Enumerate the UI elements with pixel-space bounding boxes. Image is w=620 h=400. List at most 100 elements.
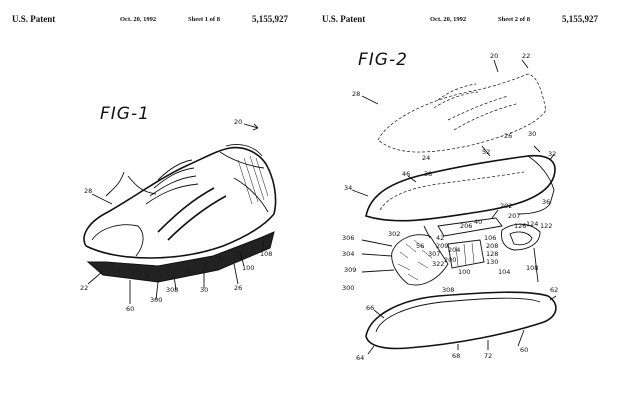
midsole-inner [379, 171, 525, 211]
ref-34: 34 [344, 184, 352, 192]
midsole-layer [365, 154, 556, 222]
ref-306: 306 [342, 234, 354, 242]
ref-108: 108 [260, 250, 272, 258]
ref-30: 30 [528, 130, 536, 138]
side-stripe-2 [167, 195, 227, 241]
ref-20: 20 [234, 118, 242, 126]
header-date: Oct. 20, 1992 [120, 16, 157, 23]
header-sheet: Sheet 1 of 8 [188, 16, 220, 23]
figure-label: FIG-1 [100, 104, 150, 124]
ref-202: 202 [500, 202, 512, 210]
ref-52: 52 [482, 148, 490, 156]
ref-122: 122 [540, 222, 552, 230]
ref-60: 60 [520, 346, 528, 354]
shank-component [437, 217, 503, 237]
ref-66: 66 [366, 304, 374, 312]
ref-38: 38 [424, 170, 432, 178]
upper-laces [433, 83, 479, 109]
arrow-20 [252, 123, 259, 131]
ref-30: 30 [200, 286, 208, 294]
ref-308: 308 [166, 286, 178, 294]
ref-302: 302 [388, 230, 400, 238]
ref-308: 308 [442, 286, 454, 294]
ref-104: 104 [498, 268, 510, 276]
midsole-band [85, 213, 275, 259]
figure-label: FIG-2 [358, 50, 408, 70]
upper-stripes [447, 95, 517, 131]
ref-36: 36 [542, 198, 550, 206]
ref-26: 26 [234, 284, 242, 292]
center-insert [447, 239, 485, 269]
ref-207: 207 [508, 212, 520, 220]
ref-56: 56 [416, 242, 424, 250]
header-office: U.S. Patent [12, 14, 56, 24]
ref-100: 100 [458, 268, 470, 276]
header-sheet: Sheet 2 of 8 [498, 16, 530, 23]
heel-counter [233, 177, 269, 213]
ref-24: 24 [422, 154, 430, 162]
ref-307: 307 [428, 250, 440, 258]
header-office: U.S. Patent [322, 14, 366, 24]
ref-100: 100 [242, 264, 254, 272]
patent-sheet-2: U.S. Patent Oct. 20, 1992 Sheet 2 of 8 5… [318, 0, 618, 400]
ref-126: 126 [514, 222, 526, 230]
leader-lines [351, 59, 557, 355]
midsole-heel-band [517, 155, 555, 215]
ref-106: 106 [484, 234, 496, 242]
header-patent-number: 5,155,927 [252, 14, 288, 24]
ref-204: 204 [448, 246, 460, 254]
forefoot-insert [391, 234, 449, 286]
forefoot-pattern [397, 239, 433, 281]
heel-insert-ring [509, 231, 533, 246]
ref-108: 108 [526, 264, 538, 272]
ref-300: 300 [342, 284, 354, 292]
ref-68: 68 [452, 352, 460, 360]
tread-marks [117, 243, 255, 279]
laces [105, 159, 199, 205]
shoe-side-view-drawing: 20 28 22 60 300 308 30 26 100 108 [80, 118, 277, 313]
heel-insert [501, 223, 541, 251]
ref-20: 20 [490, 52, 498, 60]
shoe-upper-outline [83, 146, 277, 247]
heel-hatching [237, 155, 269, 205]
header-patent-number: 5,155,927 [562, 14, 598, 24]
ref-22: 22 [80, 284, 88, 292]
ref-322: 322 [432, 260, 444, 268]
ref-124: 124 [526, 220, 538, 228]
side-stripe-1 [157, 187, 215, 233]
ref-128: 128 [486, 250, 498, 258]
header-date: Oct. 20, 1992 [430, 16, 467, 23]
ref-32: 32 [548, 150, 556, 158]
ref-22: 22 [522, 52, 530, 60]
toe-cap [91, 224, 144, 257]
outsole-sheet [365, 291, 557, 350]
ref-209: 209 [436, 242, 448, 250]
ref-200: 200 [444, 256, 456, 264]
outsole-inner [375, 297, 541, 333]
center-insert-lines [455, 242, 475, 267]
ref-42: 42 [436, 234, 444, 242]
ref-304: 304 [342, 250, 354, 258]
ref-60: 60 [126, 305, 134, 313]
patent-sheet-1: U.S. Patent Oct. 20, 1992 Sheet 1 of 8 5… [8, 0, 308, 400]
ref-62: 62 [550, 286, 558, 294]
upper-outline [377, 73, 547, 153]
ref-28: 28 [84, 187, 92, 195]
shoe-exploded-view-drawing: 20 22 28 26 30 24 52 32 46 38 34 36 202 … [342, 52, 558, 362]
ref-72: 72 [484, 352, 492, 360]
ref-309: 309 [344, 266, 356, 274]
leader-lines [87, 123, 265, 304]
ref-206: 206 [460, 222, 472, 230]
collar-padding [225, 144, 263, 157]
ref-26: 26 [504, 132, 512, 140]
ref-28: 28 [352, 90, 360, 98]
ref-46: 46 [402, 170, 410, 178]
ref-40: 40 [474, 218, 482, 226]
ref-208: 208 [486, 242, 498, 250]
ref-64: 64 [356, 354, 364, 362]
ref-130: 130 [486, 258, 498, 266]
collar-line [219, 151, 265, 169]
ref-300: 300 [150, 296, 162, 304]
outsole-shape [86, 231, 275, 283]
